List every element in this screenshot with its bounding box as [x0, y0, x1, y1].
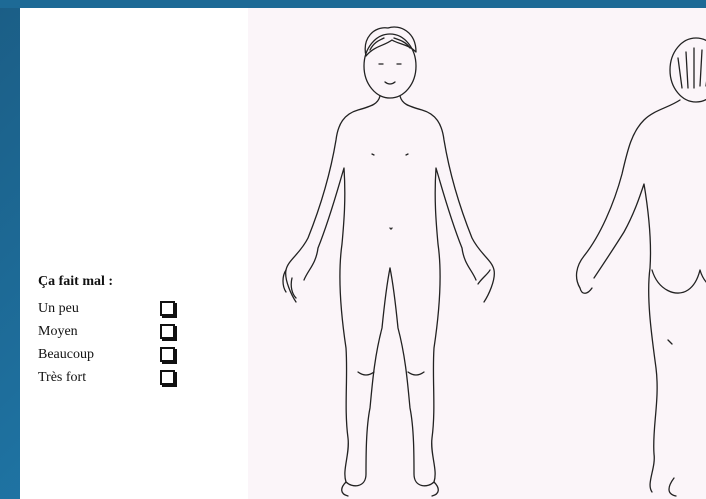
front-body-figure[interactable]	[283, 27, 494, 496]
front-details	[358, 154, 424, 375]
pain-option-beaucoup[interactable]: Beaucoup	[38, 344, 198, 367]
pain-chart-slide: Ça fait mal : Un peu Moyen Beaucoup Très…	[20, 8, 706, 499]
tres-fort-checkbox[interactable]	[160, 370, 175, 385]
option-label: Beaucoup	[38, 347, 94, 363]
pain-intensity-legend: Ça fait mal : Un peu Moyen Beaucoup Très…	[38, 274, 198, 390]
back-details	[668, 340, 676, 496]
back-left-side	[577, 100, 680, 492]
pain-option-tres-fort[interactable]: Très fort	[38, 367, 198, 390]
option-label: Moyen	[38, 324, 78, 340]
back-hair	[678, 48, 706, 88]
un-peu-checkbox[interactable]	[160, 301, 175, 316]
option-label: Un peu	[38, 301, 79, 317]
pain-option-un-peu[interactable]: Un peu	[38, 298, 198, 321]
legend-title: Ça fait mal :	[38, 274, 198, 290]
background-band	[0, 0, 706, 8]
moyen-checkbox[interactable]	[160, 324, 175, 339]
option-label: Très fort	[38, 370, 86, 386]
body-diagram	[248, 8, 706, 499]
pain-option-moyen[interactable]: Moyen	[38, 321, 198, 344]
front-head	[364, 34, 416, 98]
front-feet	[342, 482, 439, 496]
back-body-figure[interactable]	[577, 38, 706, 496]
back-buttocks	[652, 270, 706, 293]
front-face	[379, 64, 401, 84]
beaucoup-checkbox[interactable]	[160, 347, 175, 362]
body-figure-panel	[248, 8, 706, 499]
